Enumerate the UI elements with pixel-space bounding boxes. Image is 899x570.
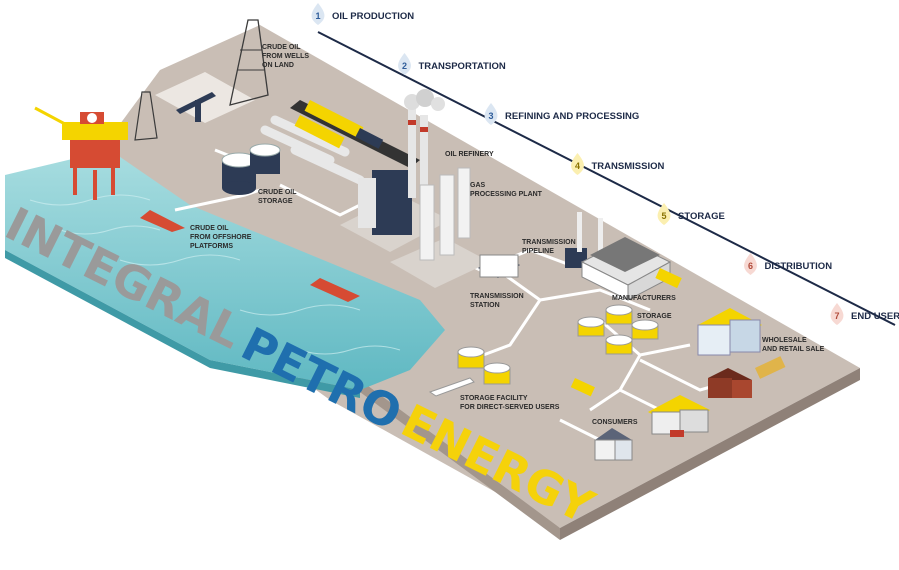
sea-front <box>5 250 360 398</box>
step-7: 7 END USERS <box>830 303 899 325</box>
step-6: 6 DISTRIBUTION <box>744 253 832 275</box>
label-offshore-2: FROM OFFSHORE <box>190 234 252 241</box>
label-station-2: STATION <box>470 302 500 309</box>
step-number: 5 <box>661 211 666 221</box>
label-pipeline-1: TRANSMISSION <box>522 239 576 246</box>
step-drop-icon <box>744 253 757 275</box>
step-1: 1 OIL PRODUCTION <box>311 3 414 25</box>
gas-station <box>648 395 710 437</box>
step-drop-icon <box>398 53 411 75</box>
step-label: OIL PRODUCTION <box>332 11 414 22</box>
step-label: TRANSPORTATION <box>419 61 506 72</box>
label-crude-land-3: ON LAND <box>262 62 294 69</box>
label-gas-1: GAS <box>470 182 486 189</box>
label-storage: STORAGE <box>637 313 672 320</box>
label-crude-land-2: FROM WELLS <box>262 53 309 60</box>
label-manufacturers: MANUFACTURERS <box>612 295 676 302</box>
ground-side-left <box>360 380 560 540</box>
step-label: END USERS <box>851 311 899 322</box>
manufacturers <box>565 212 672 301</box>
tanker-ships <box>140 210 360 302</box>
label-wholesale-1: WHOLESALE <box>762 337 807 344</box>
storage-tanks <box>577 304 659 355</box>
farm-barn <box>708 356 786 398</box>
waves <box>29 194 401 355</box>
step-drop-icon <box>657 203 671 225</box>
step-drop-icon <box>484 103 498 125</box>
ground-side-right <box>560 368 860 540</box>
offshore-platform <box>34 106 128 200</box>
label-station-1: TRANSMISSION <box>470 293 524 300</box>
label-oil-refinery: OIL REFINERY <box>445 151 494 158</box>
transport-pipes <box>260 100 420 185</box>
step-label: TRANSMISSION <box>592 161 665 172</box>
label-gas-2: PROCESSING PLANT <box>470 191 543 198</box>
step-2: 2 TRANSPORTATION <box>398 53 506 75</box>
consumer-house <box>594 428 633 461</box>
step-4: 4 TRANSMISSION <box>571 153 664 175</box>
step-number: 6 <box>748 261 753 271</box>
label-crude-storage-2: STORAGE <box>258 198 293 205</box>
label-storage-facility-1: STORAGE FACILITY <box>460 395 528 402</box>
step-label: STORAGE <box>678 211 725 222</box>
wholesale-retail <box>697 308 762 356</box>
timeline-line <box>317 31 896 326</box>
label-consumers: CONSUMERS <box>592 419 638 426</box>
step-label: REFINING AND PROCESSING <box>505 111 639 122</box>
label-crude-land-1: CRUDE OIL <box>262 44 301 51</box>
step-number: 1 <box>315 11 320 21</box>
label-wholesale-2: AND RETAIL SALE <box>762 346 825 353</box>
gas-processing-plant <box>390 167 490 288</box>
land-oil-wells <box>134 19 269 141</box>
process-steps: 1 OIL PRODUCTION 2 TRANSPORTATION 3 REFINING … <box>311 3 899 325</box>
label-storage-facility-2: FOR DIRECT-SERVED USERS <box>460 404 560 411</box>
label-crude-storage-1: CRUDE OIL <box>258 189 297 196</box>
diagram-labels: CRUDE OIL FROM WELLS ON LAND CRUDE OIL STOR… <box>190 44 825 426</box>
step-label: DISTRIBUTION <box>765 261 833 272</box>
step-number: 3 <box>488 111 493 121</box>
step-5: 5 STORAGE <box>657 203 725 225</box>
step-3: 3 REFINING AND PROCESSING <box>484 103 639 125</box>
transmission-station <box>478 254 520 278</box>
sea <box>5 150 445 390</box>
label-pipeline-2: PIPELINE <box>522 248 554 255</box>
step-drop-icon <box>830 303 844 325</box>
step-number: 4 <box>575 161 580 171</box>
crude-oil-storage-tanks <box>221 143 281 195</box>
label-offshore-1: CRUDE OIL <box>190 225 229 232</box>
label-offshore-3: PLATFORMS <box>190 243 233 250</box>
trucks <box>570 268 682 397</box>
step-number: 2 <box>402 61 407 71</box>
step-drop-icon <box>311 3 325 25</box>
direct-storage-tanks <box>428 346 511 397</box>
step-number: 7 <box>834 311 839 321</box>
step-drop-icon <box>571 153 584 175</box>
